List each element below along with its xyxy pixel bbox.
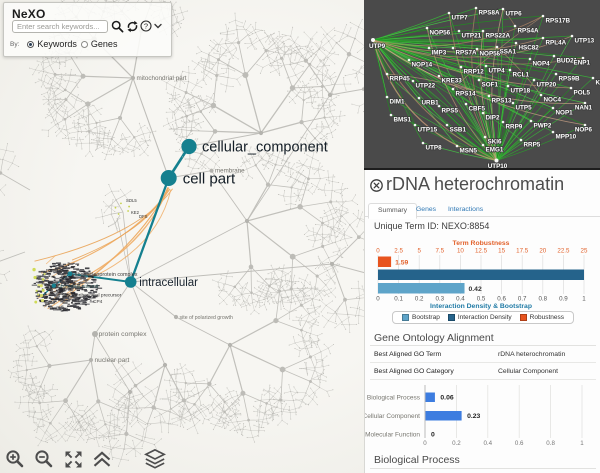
detail-header: rDNA heterochromatin xyxy=(365,170,600,200)
radio-keywords[interactable] xyxy=(27,40,35,48)
term-id: Unique Term ID: NEXO:8854 xyxy=(374,221,490,231)
fit-to-screen-button[interactable] xyxy=(62,447,84,471)
search-icon[interactable] xyxy=(110,19,124,33)
legend-swatch xyxy=(402,314,409,321)
goa-heading: Gene Ontology Alignment xyxy=(374,332,494,344)
search-by-row: By: Keywords Genes xyxy=(10,39,117,49)
layers-button[interactable] xyxy=(144,447,166,471)
detail-tabs: Summary Genes Interactions xyxy=(365,202,600,219)
tab-genes[interactable]: Genes xyxy=(416,206,437,213)
close-icon[interactable] xyxy=(370,179,383,192)
term-title: rDNA heterochromatin xyxy=(386,174,565,194)
goa-rule xyxy=(370,345,596,346)
chevron-down-icon[interactable] xyxy=(151,19,165,33)
radio-genes[interactable] xyxy=(80,40,88,48)
search-panel: NeXO ? By: Keywords Genes xyxy=(3,2,172,57)
radio-genes-label[interactable]: Genes xyxy=(90,39,118,49)
refresh-icon[interactable] xyxy=(125,19,139,33)
bp-rule xyxy=(370,468,596,469)
collapse-all-button[interactable] xyxy=(91,447,113,471)
legend-item-bootstrap[interactable]: Bootstrap xyxy=(402,314,440,321)
viz-controls xyxy=(4,446,173,472)
legend-swatch xyxy=(447,314,455,321)
bp-heading: Biological Process xyxy=(374,454,460,466)
search-by-label: By: xyxy=(10,40,20,48)
legend-label: Interaction Density xyxy=(457,314,512,321)
chart-legend: Bootstrap Interaction Density Robustness xyxy=(365,311,600,324)
legend-item-robustness[interactable]: Robustness xyxy=(519,314,564,321)
goa-value: Cellular Component xyxy=(494,362,596,380)
search-input[interactable] xyxy=(12,20,108,33)
help-icon[interactable]: ? xyxy=(139,19,153,33)
goa-key: Best Aligned GO Category xyxy=(370,362,494,380)
radio-keywords-label[interactable]: Keywords xyxy=(37,39,77,49)
legend-label: Bootstrap xyxy=(412,314,440,321)
zoom-out-button[interactable] xyxy=(33,447,55,471)
tab-interactions[interactable]: Interactions xyxy=(448,206,484,213)
legend-item-interaction-density[interactable]: Interaction Density xyxy=(447,314,512,321)
app-title: NeXO xyxy=(12,7,46,21)
tab-summary[interactable]: Summary xyxy=(368,203,418,219)
goa-value: rDNA heterochromatin xyxy=(494,346,596,363)
legend-label: Robustness xyxy=(529,314,564,321)
term-details-panel: rDNA heterochromatin Summary Genes Inter… xyxy=(364,170,600,473)
zoom-in-button[interactable] xyxy=(4,447,26,471)
legend-swatch xyxy=(519,314,527,321)
goa-key: Best Aligned GO Term xyxy=(370,346,494,363)
